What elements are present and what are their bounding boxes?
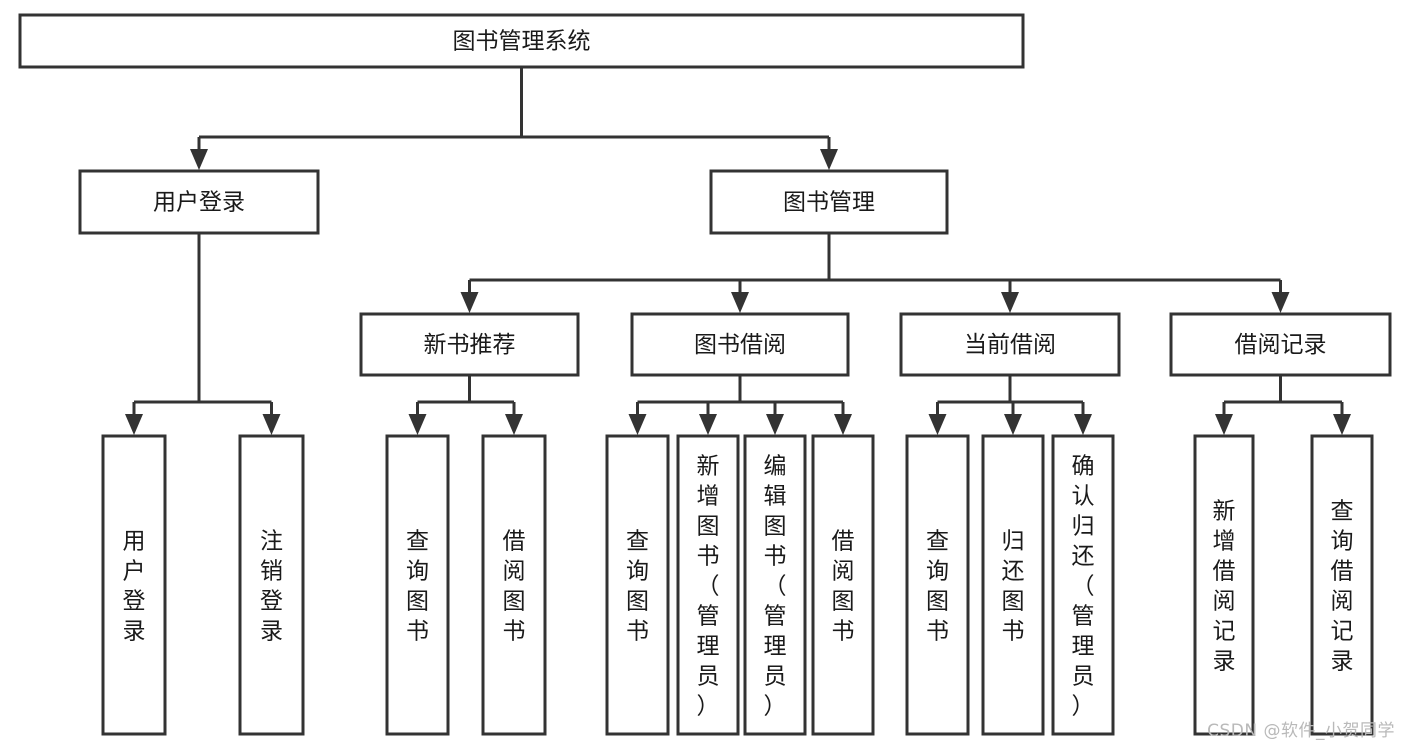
node-label: 用户登录: [153, 190, 245, 216]
node-leaf-query-book-cur[interactable]: 查询图书: [905, 434, 970, 736]
node-new-book-recommend[interactable]: 新书推荐: [359, 312, 580, 377]
edge-group-new-book-recommend: [408, 375, 523, 435]
arrow-head-icon: [262, 414, 281, 435]
nodes-layer: 图书管理系统用户登录图书管理新书推荐图书借阅当前借阅借阅记录用户登录注销登录查询…: [18, 13, 1392, 736]
node-label: 图书借阅: [694, 332, 786, 358]
arrow-head-icon: [408, 414, 427, 435]
arrow-head-icon: [1271, 292, 1290, 313]
arrow-head-icon: [731, 292, 749, 313]
node-box: [676, 434, 740, 736]
node-label: 查询图书: [406, 528, 429, 644]
node-box: [101, 434, 167, 736]
node-leaf-query-borrow-record[interactable]: 查询借阅记录: [1310, 434, 1374, 736]
node-leaf-confirm-return-admin[interactable]: 确认归还（管理员）: [1051, 434, 1115, 736]
node-label: 查询图书: [626, 528, 649, 644]
node-box: [238, 434, 305, 736]
arrow-head-icon: [628, 414, 647, 435]
arrow-head-icon: [1215, 414, 1233, 435]
node-label: 编辑图书（管理员）: [764, 453, 787, 719]
node-box: [1169, 312, 1392, 377]
node-box: [1193, 434, 1255, 736]
node-label: 借阅记录: [1235, 332, 1327, 358]
node-leaf-logout[interactable]: 注销登录: [238, 434, 305, 736]
edge-group-root: [190, 67, 838, 170]
node-box: [811, 434, 875, 736]
node-box: [78, 169, 320, 235]
arrow-head-icon: [190, 149, 208, 170]
node-label: 新书推荐: [424, 332, 516, 358]
edge-group-book-manage: [460, 233, 1290, 313]
edges-layer: [125, 67, 1351, 435]
node-leaf-edit-book-admin[interactable]: 编辑图书（管理员）: [743, 434, 807, 736]
node-leaf-return-book[interactable]: 归还图书: [981, 434, 1045, 736]
node-leaf-query-book-rec[interactable]: 查询图书: [385, 434, 450, 736]
arrow-head-icon: [1001, 292, 1019, 313]
node-leaf-user-login[interactable]: 用户登录: [101, 434, 167, 736]
csdn-watermark: CSDN @软件_小贺同学: [1207, 721, 1395, 741]
arrow-head-icon: [1333, 414, 1351, 435]
node-box: [605, 434, 670, 736]
node-label: 当前借阅: [964, 332, 1056, 358]
node-book-manage[interactable]: 图书管理: [709, 169, 949, 235]
node-label: 查询借阅记录: [1331, 498, 1354, 674]
node-label: 查询图书: [926, 528, 949, 644]
node-user-login[interactable]: 用户登录: [78, 169, 320, 235]
node-label: 借阅图书: [503, 528, 526, 644]
arrow-head-icon: [766, 414, 784, 435]
node-leaf-borrow-book[interactable]: 借阅图书: [811, 434, 875, 736]
node-book-borrow[interactable]: 图书借阅: [630, 312, 850, 377]
arrow-head-icon: [699, 414, 717, 435]
edge-group-current-borrow: [928, 375, 1092, 435]
node-box: [481, 434, 547, 736]
node-box: [630, 312, 850, 377]
edge-group-user-login: [125, 233, 281, 435]
node-leaf-query-book-borrow[interactable]: 查询图书: [605, 434, 670, 736]
node-box: [899, 312, 1121, 377]
arrow-head-icon: [505, 414, 523, 435]
arrow-head-icon: [125, 414, 143, 435]
node-label: 新增借阅记录: [1213, 498, 1236, 674]
arrow-head-icon: [1074, 414, 1092, 435]
node-label: 图书管理: [783, 190, 875, 216]
node-box: [905, 434, 970, 736]
node-label: 图书管理系统: [453, 29, 591, 55]
node-box: [981, 434, 1045, 736]
node-current-borrow[interactable]: 当前借阅: [899, 312, 1121, 377]
node-box: [18, 13, 1025, 69]
node-label: 借阅图书: [832, 528, 855, 644]
node-label: 新增图书（管理员）: [697, 453, 720, 719]
node-borrow-record[interactable]: 借阅记录: [1169, 312, 1392, 377]
node-root[interactable]: 图书管理系统: [18, 13, 1025, 69]
edge-group-borrow-record: [1215, 375, 1351, 435]
edge-group-book-borrow: [628, 375, 852, 435]
arrow-head-icon: [1004, 414, 1022, 435]
node-label: 注销登录: [260, 528, 283, 644]
node-box: [385, 434, 450, 736]
node-leaf-add-book-admin[interactable]: 新增图书（管理员）: [676, 434, 740, 736]
node-box: [709, 169, 949, 235]
node-box: [1310, 434, 1374, 736]
node-box: [359, 312, 580, 377]
node-leaf-add-borrow-record[interactable]: 新增借阅记录: [1193, 434, 1255, 736]
node-box: [743, 434, 807, 736]
node-leaf-borrow-book-rec[interactable]: 借阅图书: [481, 434, 547, 736]
node-box: [1051, 434, 1115, 736]
node-label: 确认归还（管理员）: [1072, 453, 1095, 719]
arrow-head-icon: [460, 292, 479, 313]
node-label: 用户登录: [123, 528, 146, 644]
node-label: 归还图书: [1002, 528, 1025, 644]
arrow-head-icon: [820, 149, 838, 170]
arrow-head-icon: [834, 414, 852, 435]
arrow-head-icon: [928, 414, 947, 435]
